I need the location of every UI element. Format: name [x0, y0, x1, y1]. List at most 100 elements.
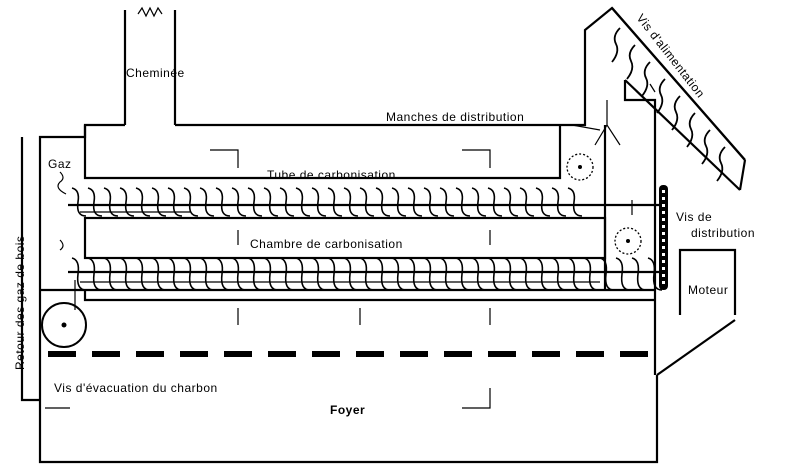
feed-screw	[611, 27, 726, 182]
screw-flight	[327, 187, 343, 217]
screw-flight	[103, 187, 119, 217]
screw-flight	[407, 187, 423, 217]
screw-flight	[535, 187, 551, 217]
screw-flight	[183, 187, 199, 217]
feed-screw-flight	[656, 78, 666, 114]
screw-flight	[103, 257, 119, 291]
motor-box	[678, 248, 737, 315]
screw-flight	[119, 257, 135, 291]
screw-flight	[167, 187, 183, 217]
screw-flight	[519, 187, 535, 217]
grate-bar	[224, 351, 252, 357]
screw-flight	[407, 257, 423, 291]
upper-screw	[71, 187, 583, 217]
screw-flight	[471, 257, 487, 291]
screw-flight	[615, 257, 631, 291]
screw-flight	[135, 257, 151, 291]
label-carbonisation-tube: Tube de carbonisation	[267, 168, 396, 182]
grate-bar	[136, 351, 164, 357]
screw-flight	[135, 187, 151, 217]
label-charcoal-discharge-screw: Vis d'évacuation du charbon	[54, 381, 218, 395]
screw-flight	[167, 257, 183, 291]
grate-bar	[180, 351, 208, 357]
grate-bar	[268, 351, 296, 357]
screw-flight	[263, 187, 279, 217]
screw-flight	[71, 257, 87, 291]
screw-flight	[311, 187, 327, 217]
grate-bar	[312, 351, 340, 357]
screw-flight	[599, 257, 615, 291]
grate	[48, 351, 648, 357]
flow-arrows	[45, 83, 656, 409]
feed-screw-flight	[716, 146, 726, 182]
grate-bar	[400, 351, 428, 357]
screw-flight	[295, 187, 311, 217]
screw-flight	[519, 257, 535, 291]
screw-flight	[503, 257, 519, 291]
screw-flight	[359, 187, 375, 217]
screw-flight	[87, 257, 103, 291]
label-carbonisation-chamber: Chambre de carbonisation	[250, 237, 403, 251]
screw-flight	[391, 187, 407, 217]
label-feed-screw: Vis d'alimentation	[634, 11, 708, 100]
screw-flight	[471, 187, 487, 217]
screw-flight	[247, 187, 263, 217]
screw-flight	[87, 187, 103, 217]
screw-flight	[375, 257, 391, 291]
distribution-roller-top	[566, 153, 594, 181]
label-distribution-screw-2: distribution	[691, 226, 755, 240]
screw-flight	[567, 187, 583, 217]
screw-flight	[215, 257, 231, 291]
feed-screw-flight	[611, 27, 621, 63]
grate-bar	[48, 351, 76, 357]
grate-bar	[444, 351, 472, 357]
screw-flight	[439, 187, 455, 217]
screw-flight	[535, 257, 551, 291]
screw-flight	[567, 257, 583, 291]
screw-flight	[487, 187, 503, 217]
screw-flight	[183, 257, 199, 291]
label-motor: Moteur	[688, 283, 728, 297]
distribution-screw-roller	[614, 227, 642, 255]
screw-flight	[391, 257, 407, 291]
label-wood-gas-return: Retour des gaz de bois	[13, 236, 27, 370]
screw-flight	[199, 257, 215, 291]
screw-flight	[151, 257, 167, 291]
screw-flight	[279, 257, 295, 291]
screw-flight	[215, 187, 231, 217]
screw-flight	[151, 187, 167, 217]
screw-flight	[551, 187, 567, 217]
screw-flight	[455, 257, 471, 291]
distribution-sleeves	[571, 100, 621, 146]
screw-flight	[279, 187, 295, 217]
screw-flight	[551, 257, 567, 291]
grate-bar	[532, 351, 560, 357]
grate-bar	[92, 351, 120, 357]
drive-chain	[659, 185, 668, 290]
label-distribution-screw-1: Vis de	[676, 210, 712, 224]
screw-flight	[311, 257, 327, 291]
screw-flight	[247, 257, 263, 291]
feed-screw-flight	[626, 44, 636, 80]
feed-screw-flight	[641, 61, 651, 97]
feed-screw-flight	[701, 129, 711, 165]
grate-bar	[620, 351, 648, 357]
screw-flight	[439, 257, 455, 291]
screw-flight	[487, 257, 503, 291]
screw-flight	[359, 257, 375, 291]
screw-flight	[343, 187, 359, 217]
grate-bar	[488, 351, 516, 357]
feed-screw-flight	[671, 95, 681, 131]
screw-flight	[295, 257, 311, 291]
screw-flight	[327, 257, 343, 291]
screw-flight	[423, 257, 439, 291]
screw-flight	[455, 187, 471, 217]
screw-flight	[503, 187, 519, 217]
screw-flight	[199, 187, 215, 217]
screw-flight	[631, 257, 647, 291]
grate-bar	[356, 351, 384, 357]
screw-flight	[231, 257, 247, 291]
screw-flight	[647, 257, 663, 291]
